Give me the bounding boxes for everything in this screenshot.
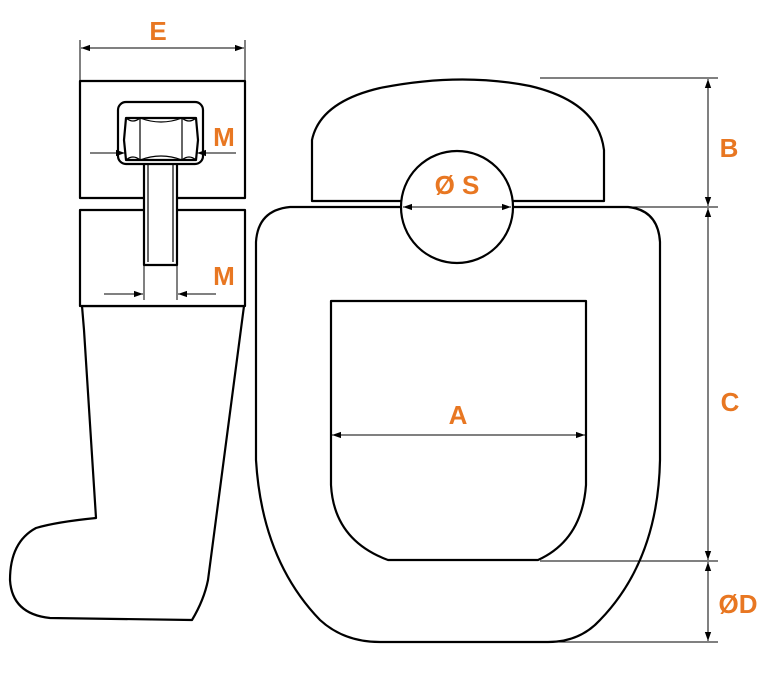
labels: E M M Ø S A B C ØD: [149, 16, 757, 619]
label-m-bottom: M: [213, 261, 235, 291]
label-m-top: M: [213, 122, 235, 152]
label-d: ØD: [719, 589, 758, 619]
dimension-m-bottom: [104, 266, 216, 300]
top-cap: [310, 78, 606, 203]
dimension-vertical: [540, 77, 718, 643]
dimension-e: [79, 40, 246, 80]
label-e: E: [149, 16, 166, 46]
clamp-leg: [8, 304, 246, 622]
label-c: C: [721, 387, 740, 417]
label-b: B: [720, 133, 739, 163]
label-a: A: [449, 400, 468, 430]
hex-nut: [122, 116, 200, 162]
d-ring-opening: [329, 299, 588, 562]
front-view: [254, 78, 662, 644]
label-s: Ø S: [435, 170, 480, 200]
side-view: [8, 79, 247, 622]
bolt-shank: [142, 158, 179, 267]
